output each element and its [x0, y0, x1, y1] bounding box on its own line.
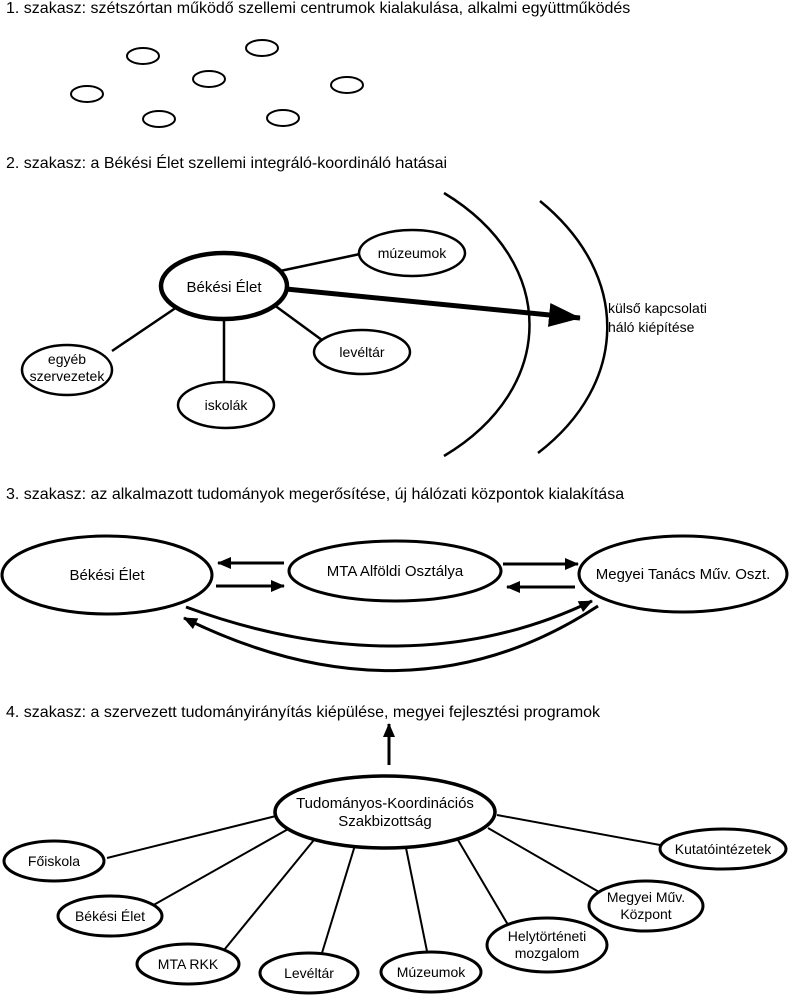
connector-line: [487, 827, 607, 897]
node-leveltar-label: Levéltár: [284, 965, 334, 981]
connector-line: [496, 814, 661, 846]
node-mta-rkk: [135, 942, 241, 986]
node-kutatointezetek: [658, 827, 788, 871]
connector-line: [279, 252, 361, 273]
node-muzeumok-label: múzeumok: [378, 245, 447, 261]
node-iskolak-label: iskolák: [205, 397, 249, 413]
connector-line: [317, 841, 357, 967]
node-mta-alfoldi: [287, 539, 503, 603]
node-bekesi-elet: [0, 534, 214, 616]
connector-line: [106, 814, 281, 859]
stage4-diagram: Tudományos-Koordinációs Szakbizottság Fő…: [2, 723, 788, 995]
node-muzeumok: [357, 228, 467, 278]
connector-line: [219, 834, 319, 956]
node-bekesi-elet-label: Békési Élet: [186, 279, 262, 296]
stage2-heading: 2. szakasz: a Békési Élet szellemi integ…: [6, 155, 448, 172]
outer-arc-outer: [537, 200, 609, 454]
node-koordinacios-szakbizottsag: [273, 774, 497, 850]
node-bekesi-elet: [158, 250, 290, 322]
node-bekesi-elet-label: Békési Élet: [75, 908, 145, 924]
node-mta-alfoldi-label: MTA Alföldi Osztálya: [327, 563, 464, 580]
node-megyei-muv-label-line2: Központ: [620, 906, 671, 922]
centre-ellipse: [266, 109, 300, 127]
centre-ellipse: [126, 47, 160, 65]
stage2-diagram: Békési Élet múzeumok levéltár iskolák eg…: [20, 191, 707, 458]
node-bekesi-elet-label: Békési Élet: [69, 567, 145, 584]
stage4-heading: 4. szakasz: a szervezett tudományirányít…: [6, 704, 601, 721]
stage3-diagram: Békési Élet MTA Alföldi Osztálya Megyei …: [0, 534, 789, 672]
node-leveltar: [258, 951, 360, 995]
centre-ellipse: [192, 70, 226, 88]
outward-arrow: [285, 286, 581, 327]
node-helytorteneti-mozgalom: [485, 916, 609, 974]
connector-line: [269, 300, 327, 345]
node-foiskola: [2, 839, 106, 883]
outer-network-label-line2: háló kiépítése: [608, 319, 695, 335]
node-megyei-tanacs-label: Megyei Tanács Műv. Oszt.: [596, 566, 771, 583]
connector-line: [404, 842, 431, 967]
centre-ellipse: [245, 39, 279, 57]
node-mta-rkk-label: MTA RKK: [158, 956, 219, 972]
outer-arc-inner: [443, 191, 531, 458]
node-megyei-muv-label-line1: Megyei Műv.: [607, 889, 685, 905]
centre-ellipse: [142, 110, 176, 128]
node-megyei-muv-kozpont: [587, 879, 705, 933]
arc-arrow-to-bekesi: [183, 604, 599, 672]
connector-line: [457, 839, 515, 936]
arc-arrow-to-megyei: [185, 599, 593, 648]
node-helytorteneti-label-line1: Helytörténeti: [508, 928, 587, 944]
node-foiskola-label: Főiskola: [28, 853, 80, 869]
outer-network-label-line1: külső kapcsolati: [608, 300, 707, 316]
node-leveltar-label: levéltár: [339, 344, 384, 360]
node-megyei-tanacs: [577, 534, 789, 614]
node-muzeumok-label: Múzeumok: [397, 964, 466, 980]
node-egyeb-label-line2: szervezetek: [30, 368, 106, 384]
node-muzeumok: [379, 950, 483, 994]
connector-line: [111, 303, 181, 353]
stage3-heading: 3. szakasz: az alkalmazott tudományok me…: [6, 486, 625, 503]
node-bekesi-elet: [56, 894, 164, 938]
centre-ellipse: [70, 85, 104, 103]
node-leveltar: [312, 328, 412, 376]
stage1-heading: 1. szakasz: szétszórtan működő szellemi …: [6, 0, 631, 17]
node-egyeb-label-line1: egyéb: [48, 351, 86, 367]
node-iskolak: [176, 380, 276, 430]
node-egyeb-szervezetek: [20, 343, 114, 397]
connector-line: [149, 827, 291, 908]
stage1-centres: [70, 39, 364, 128]
node-helytorteneti-label-line2: mozgalom: [515, 945, 580, 961]
node-koordinacios-label-line2: Szakbizottság: [338, 813, 431, 830]
node-kutatointezetek-label: Kutatóintézetek: [675, 841, 773, 857]
centre-ellipse: [330, 76, 364, 94]
node-koordinacios-label-line1: Tudományos-Koordinációs: [296, 795, 474, 812]
